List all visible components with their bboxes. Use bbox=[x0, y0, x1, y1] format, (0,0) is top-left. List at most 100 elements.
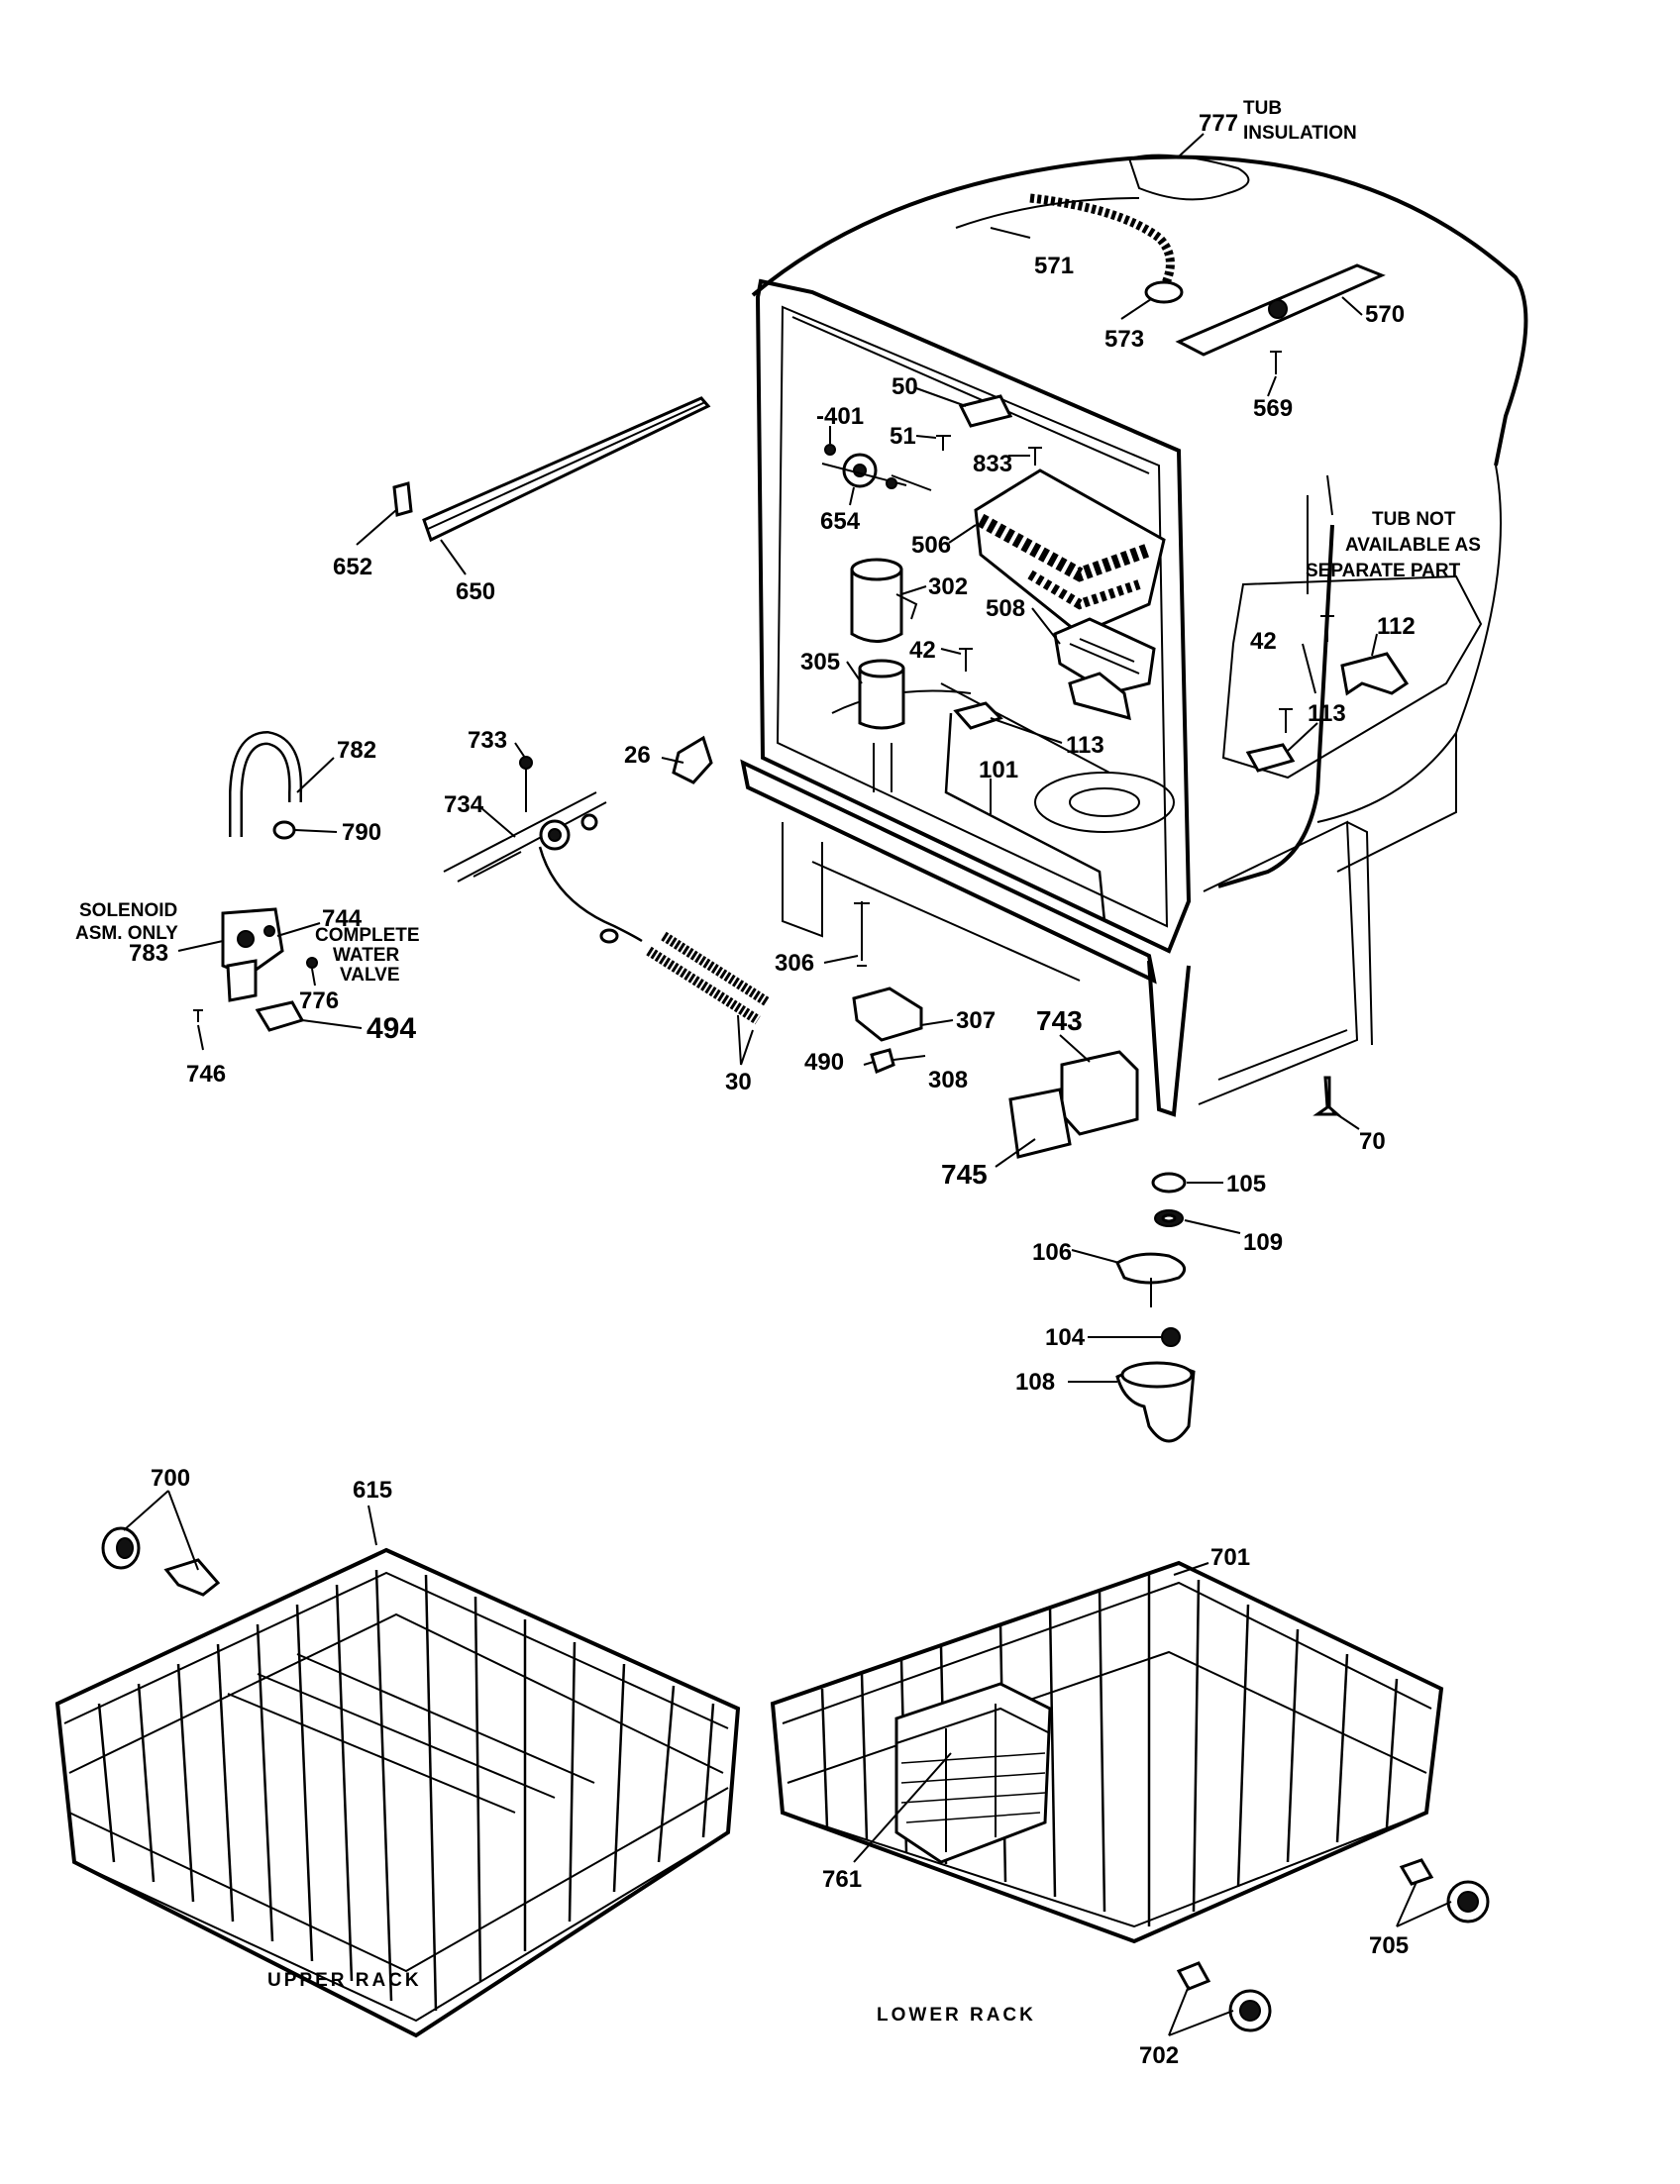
spring-hose-571 bbox=[1029, 193, 1184, 304]
label-702: 702 bbox=[1139, 2042, 1179, 2069]
label-615: 615 bbox=[353, 1477, 392, 1504]
springs-30 bbox=[646, 931, 771, 1025]
screw-51 bbox=[936, 435, 951, 451]
label-26: 26 bbox=[624, 742, 651, 769]
screw-776 bbox=[306, 957, 318, 969]
note-tub-insulation-2: INSULATION bbox=[1243, 123, 1357, 144]
label-701: 701 bbox=[1210, 1544, 1250, 1571]
tube-101 bbox=[944, 712, 1106, 922]
label-700: 700 bbox=[151, 1465, 190, 1492]
label-50: 50 bbox=[892, 373, 918, 400]
tub bbox=[740, 154, 1528, 1117]
label-745: 745 bbox=[941, 1159, 988, 1190]
rack-wheel-702 bbox=[1176, 1961, 1272, 2032]
note-tub-insulation-1: TUB bbox=[1243, 98, 1282, 119]
motor-302 bbox=[850, 558, 918, 643]
label-305: 305 bbox=[800, 649, 840, 676]
label-569: 569 bbox=[1253, 395, 1293, 422]
label-51: 51 bbox=[890, 423, 916, 450]
label-783: 783 bbox=[129, 940, 168, 967]
dispenser-506 bbox=[974, 468, 1166, 636]
label-652: 652 bbox=[333, 554, 372, 580]
label-30: 30 bbox=[725, 1069, 752, 1095]
part-26 bbox=[672, 735, 713, 784]
note-solenoid-2: ASM. ONLY bbox=[75, 923, 178, 944]
nut-104 bbox=[1161, 1327, 1181, 1347]
label-109: 109 bbox=[1243, 1229, 1283, 1256]
label-70: 70 bbox=[1359, 1128, 1386, 1155]
switch-654 bbox=[821, 444, 932, 491]
screw-746 bbox=[193, 1009, 203, 1022]
label-490: 490 bbox=[804, 1049, 844, 1076]
label-506: 506 bbox=[911, 532, 951, 559]
clip-652 bbox=[392, 481, 413, 517]
label-733: 733 bbox=[468, 727, 507, 754]
inset-detail bbox=[1221, 574, 1483, 780]
filter-508 bbox=[1053, 617, 1156, 721]
label-570: 570 bbox=[1365, 301, 1405, 328]
label-113b: 113 bbox=[1308, 700, 1346, 727]
label-105: 105 bbox=[1226, 1171, 1266, 1197]
label-776: 776 bbox=[299, 988, 339, 1014]
note-solenoid-1: SOLENOID bbox=[79, 900, 177, 921]
wash-arm-570 bbox=[1175, 263, 1386, 357]
note-complete-3: VALVE bbox=[340, 965, 400, 986]
plate-106 bbox=[1115, 1252, 1187, 1285]
label-401: -401 bbox=[816, 403, 864, 430]
rack-roller-700 bbox=[101, 1526, 221, 1597]
label-307: 307 bbox=[956, 1007, 996, 1034]
bracket-734 bbox=[443, 756, 643, 944]
note-complete-1: COMPLETE bbox=[315, 925, 420, 946]
label-42a: 42 bbox=[909, 637, 936, 664]
label-761: 761 bbox=[822, 1866, 862, 1893]
label-650: 650 bbox=[456, 578, 495, 605]
note-lower-rack: LOWER RACK bbox=[877, 2005, 1036, 2026]
label-744: 744 bbox=[322, 905, 363, 932]
note-tub-not-1: TUB NOT bbox=[1372, 509, 1456, 530]
rack-wheel-705 bbox=[1399, 1858, 1490, 1924]
rail-650 bbox=[422, 396, 711, 543]
lower-rack bbox=[770, 1560, 1444, 1944]
label-106: 106 bbox=[1032, 1239, 1072, 1266]
label-302: 302 bbox=[928, 573, 968, 600]
label-571: 571 bbox=[1034, 253, 1074, 279]
label-746: 746 bbox=[186, 1061, 226, 1088]
upper-rack bbox=[54, 1547, 741, 2038]
label-734: 734 bbox=[444, 791, 484, 818]
hub-108 bbox=[1115, 1361, 1196, 1443]
note-upper-rack: UPPER RACK bbox=[267, 1970, 422, 1991]
label-42b: 42 bbox=[1250, 628, 1277, 655]
screw-833 bbox=[1028, 447, 1042, 466]
part-494 bbox=[255, 1000, 305, 1032]
screw-569 bbox=[1270, 351, 1282, 374]
clip-113a bbox=[953, 701, 1003, 730]
note-complete-2: WATER bbox=[333, 945, 399, 966]
label-101: 101 bbox=[979, 757, 1018, 783]
label-777: 777 bbox=[1199, 110, 1238, 137]
label-573: 573 bbox=[1104, 326, 1144, 353]
label-782: 782 bbox=[337, 737, 376, 764]
label-108: 108 bbox=[1015, 1369, 1055, 1396]
bracket-50 bbox=[958, 394, 1013, 428]
clamp-790 bbox=[272, 820, 296, 840]
label-705: 705 bbox=[1369, 1932, 1409, 1959]
label-308: 308 bbox=[928, 1067, 968, 1093]
label-743: 743 bbox=[1036, 1005, 1083, 1036]
label-113a: 113 bbox=[1066, 732, 1104, 759]
note-tub-not-3: SEPARATE PART bbox=[1306, 561, 1461, 581]
screw-42a bbox=[959, 648, 973, 672]
label-833: 833 bbox=[973, 451, 1012, 477]
notes: TUB INSULATION TUB NOT AVAILABLE AS SEPA… bbox=[75, 98, 1481, 2026]
label-104: 104 bbox=[1045, 1324, 1086, 1351]
part-labels: 777 571 573 570 569 50 -401 51 833 654 5… bbox=[129, 110, 1416, 2069]
solenoid-783 bbox=[221, 907, 284, 1002]
label-654: 654 bbox=[820, 508, 861, 535]
label-494: 494 bbox=[367, 1012, 416, 1045]
screw-306 bbox=[854, 901, 870, 967]
note-tub-not-2: AVAILABLE AS bbox=[1345, 535, 1481, 556]
leveling-leg-70 bbox=[1312, 1076, 1341, 1116]
label-508: 508 bbox=[986, 595, 1025, 622]
washer-105 bbox=[1151, 1172, 1187, 1194]
